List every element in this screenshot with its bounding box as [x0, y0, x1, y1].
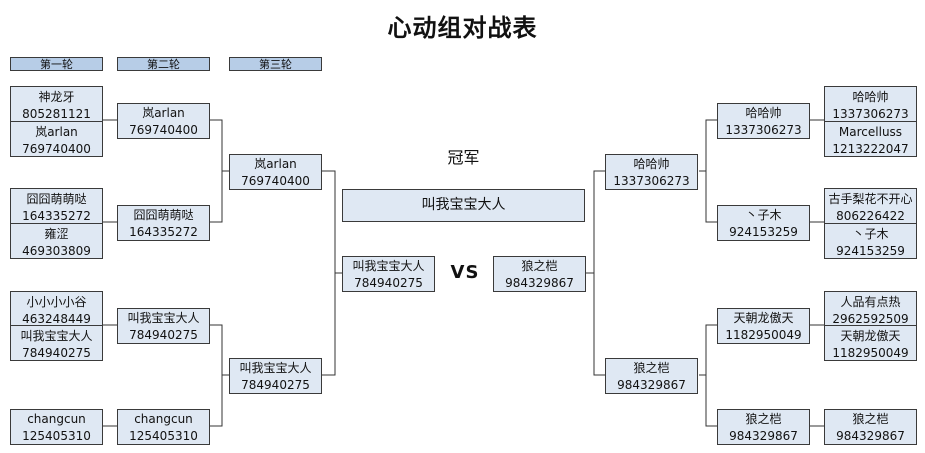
- player-name: 古手梨花不开心: [828, 192, 913, 206]
- player-id: 1213222047: [832, 142, 909, 156]
- player-id: 469303809: [22, 244, 91, 258]
- left-r2-slot3: 叫我宝宝大人 784940275: [117, 308, 210, 344]
- player-id: 769740400: [22, 142, 91, 156]
- player-id: 769740400: [241, 174, 310, 188]
- player-name: 神龙牙: [38, 90, 75, 104]
- player-id: 806226422: [836, 209, 905, 223]
- page-title: 心动组对战表: [387, 14, 538, 42]
- player-id: 984329867: [505, 276, 574, 290]
- player-name: 叫我宝宝大人: [352, 259, 425, 273]
- player-name: 狼之桤: [852, 412, 889, 426]
- player-name: 狼之桤: [521, 259, 558, 273]
- player-id: 164335272: [129, 225, 198, 239]
- left-r1-match1-player1: 神龙牙 805281121: [10, 86, 103, 122]
- player-name: 叫我宝宝大人: [20, 329, 93, 343]
- player-name: 小小小小谷: [26, 295, 87, 309]
- left-r1-match4-player1: changcun 125405310: [10, 409, 103, 445]
- player-id: 1337306273: [832, 107, 909, 121]
- left-r2-slot4: changcun 125405310: [117, 409, 210, 445]
- player-id: 784940275: [22, 346, 91, 360]
- right-r3-slot2: 狼之桤 984329867: [605, 358, 698, 394]
- player-id: 164335272: [22, 209, 91, 223]
- player-name: 岚arlan: [35, 125, 78, 139]
- player-id: 984329867: [836, 429, 905, 443]
- player-id: 463248449: [22, 312, 91, 326]
- left-r1-match3-player1: 小小小小谷 463248449: [10, 291, 103, 327]
- player-name: 囧囧萌萌哒: [133, 208, 194, 222]
- player-id: 769740400: [129, 123, 198, 137]
- player-name: changcun: [27, 412, 86, 426]
- left-r3-slot2: 叫我宝宝大人 784940275: [229, 358, 322, 394]
- right-r2-slot2: 丶子木 924153259: [717, 205, 810, 241]
- player-name: 囧囧萌萌哒: [26, 192, 87, 206]
- player-name: changcun: [134, 412, 193, 426]
- champion-label: 冠军: [447, 148, 480, 167]
- champion-box: 叫我宝宝大人: [342, 189, 585, 222]
- player-id: 784940275: [354, 276, 423, 290]
- right-r2-slot1: 哈哈帅 1337306273: [717, 103, 810, 139]
- round-label-3: 第三轮: [229, 57, 322, 71]
- player-name: 狼之桤: [745, 412, 782, 426]
- player-id: 1337306273: [613, 174, 690, 188]
- player-name: 雍涩: [44, 227, 69, 241]
- player-id: 1182950049: [725, 328, 802, 342]
- left-r1-match2-player2: 雍涩 469303809: [10, 223, 103, 259]
- right-r2-slot3: 天朝龙傲天 1182950049: [717, 308, 810, 344]
- player-id: 984329867: [729, 429, 798, 443]
- right-r1-match1-player1: 哈哈帅 1337306273: [824, 86, 917, 122]
- player-id: 784940275: [129, 328, 198, 342]
- right-finalist: 狼之桤 984329867: [493, 256, 586, 292]
- player-name: 岚arlan: [142, 106, 185, 120]
- player-id: 125405310: [22, 429, 91, 443]
- player-id: 924153259: [836, 244, 905, 258]
- player-id: 1337306273: [725, 123, 802, 137]
- player-id: 805281121: [22, 107, 91, 121]
- right-r2-slot4: 狼之桤 984329867: [717, 409, 810, 445]
- round-label-2: 第二轮: [117, 57, 210, 71]
- player-name: 人品有点热: [840, 295, 901, 309]
- player-id: 784940275: [241, 378, 310, 392]
- player-name: Marcelluss: [838, 125, 903, 139]
- round-label-1: 第一轮: [10, 57, 103, 71]
- right-r1-match4-player1: 狼之桤 984329867: [824, 409, 917, 445]
- left-r3-slot1: 岚arlan 769740400: [229, 154, 322, 190]
- right-r1-match3-player1: 人品有点热 2962592509: [824, 291, 917, 327]
- vs-label: VS: [450, 262, 480, 283]
- right-r1-match2-player1: 古手梨花不开心 806226422: [824, 188, 917, 224]
- right-r3-slot1: 哈哈帅 1337306273: [605, 154, 698, 190]
- player-name: 哈哈帅: [852, 90, 889, 104]
- player-name: 丶子木: [852, 227, 889, 241]
- player-name: 狼之桤: [633, 361, 670, 375]
- player-name: 丶子木: [745, 208, 782, 222]
- left-r1-match3-player2: 叫我宝宝大人 784940275: [10, 325, 103, 361]
- right-r1-match3-player2: 天朝龙傲天 1182950049: [824, 325, 917, 361]
- left-r1-match1-player2: 岚arlan 769740400: [10, 121, 103, 157]
- left-r1-match2-player1: 囧囧萌萌哒 164335272: [10, 188, 103, 224]
- player-name: 哈哈帅: [633, 157, 670, 171]
- player-id: 2962592509: [832, 312, 909, 326]
- left-finalist: 叫我宝宝大人 784940275: [342, 256, 435, 292]
- player-name: 叫我宝宝大人: [127, 311, 200, 325]
- right-r1-match1-player2: Marcelluss 1213222047: [824, 121, 917, 157]
- right-r1-match2-player2: 丶子木 924153259: [824, 223, 917, 259]
- player-name: 天朝龙傲天: [733, 311, 794, 325]
- player-id: 924153259: [729, 225, 798, 239]
- player-id: 125405310: [129, 429, 198, 443]
- player-name: 哈哈帅: [745, 106, 782, 120]
- player-id: 1182950049: [832, 346, 909, 360]
- left-r2-slot2: 囧囧萌萌哒 164335272: [117, 205, 210, 241]
- left-r2-slot1: 岚arlan 769740400: [117, 103, 210, 139]
- player-name: 岚arlan: [254, 157, 297, 171]
- player-id: 984329867: [617, 378, 686, 392]
- player-name: 叫我宝宝大人: [239, 361, 312, 375]
- player-name: 天朝龙傲天: [840, 329, 901, 343]
